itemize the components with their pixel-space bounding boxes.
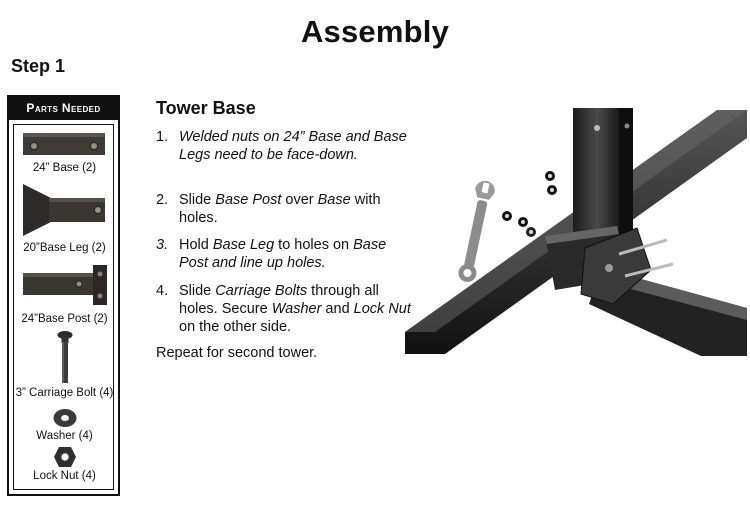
step-text-segment: Base Post (215, 192, 282, 208)
base-post-part-icon (23, 265, 107, 305)
part-label-lock-nut: Lock Nut (4) (33, 470, 96, 482)
step-text-segment: Hold (179, 237, 213, 253)
base-part-icon (23, 133, 105, 155)
step-label: Step 1 (11, 56, 66, 76)
step-text-segment: over (281, 192, 318, 208)
step-text-segment: Welded nuts on 24” Base and Base Legs ne… (179, 129, 407, 163)
carriage-bolt-part-icon (57, 331, 73, 383)
step-text-segment: through all holes. Secure (179, 283, 379, 317)
step-text-segment: to holes on (274, 237, 354, 253)
step-text-segment: on the other side. (179, 319, 292, 335)
base-leg-part-icon (23, 184, 105, 236)
washer-part-icon (53, 409, 77, 427)
step-number: 3. (156, 237, 169, 253)
step-text: Slide Carriage Bolts through all holes. … (179, 282, 414, 336)
part-label-base-leg: 20”Base Leg (2) (23, 242, 106, 254)
step-text-segment: Carriage Bolts (215, 283, 308, 299)
parts-needed-panel: Parts Needed 24” Base (2) 20”Base Leg (2… (7, 95, 120, 496)
step-text: Hold Base Leg to holes on Base Post and … (179, 236, 414, 272)
lock-nut-part-icon (54, 447, 76, 467)
part-label-carriage-bolt: 3” Carriage Bolt (4) (15, 387, 114, 399)
step-text-segment: and (321, 301, 354, 317)
step-number: 2. (156, 192, 169, 208)
step-text-segment: Washer (271, 301, 322, 317)
step-number: 4. (156, 283, 169, 299)
step-text-segment: Base (317, 192, 351, 208)
step-text-segment: Base Post and line up holes. (179, 237, 387, 271)
tower-base-assembly-photo (405, 108, 747, 356)
part-label-base-post: 24”Base Post (2) (21, 313, 108, 325)
parts-needed-header: Parts Needed (9, 97, 118, 120)
section-title: Tower Base (156, 98, 256, 118)
repeat-note: Repeat for second tower. (156, 345, 318, 361)
part-label-washer: Washer (4) (36, 430, 93, 442)
step-number: 1. (156, 129, 169, 145)
part-label-base: 24” Base (2) (32, 162, 97, 174)
step-text-segment: Base Leg (212, 237, 275, 253)
step-text-segment: Slide (179, 283, 216, 299)
parts-list: 24” Base (2) 20”Base Leg (2) 24”Base Pos… (13, 124, 114, 490)
step-text-segment: Slide (179, 192, 216, 208)
step-text-segment: with holes. (179, 192, 381, 226)
page-title: Assembly (300, 14, 450, 49)
step-text: Slide Base Post over Base with holes. (179, 191, 414, 227)
step-text: Welded nuts on 24” Base and Base Legs ne… (179, 128, 414, 164)
step-text-segment: Lock Nut (353, 301, 411, 317)
